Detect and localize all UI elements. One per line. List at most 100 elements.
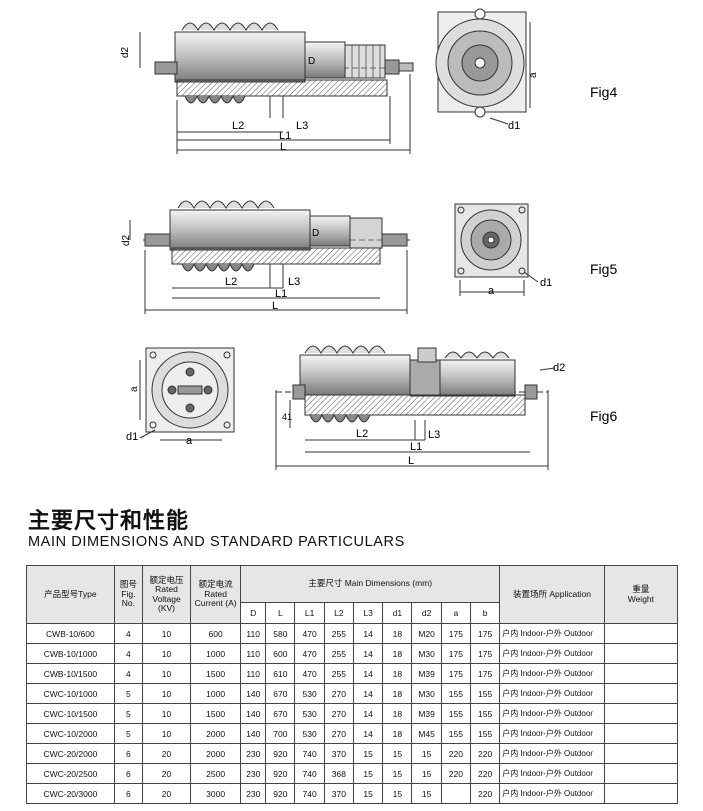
cell-current: 600 bbox=[190, 623, 242, 644]
fig5-side-view bbox=[129, 200, 410, 314]
cell-d: 110 bbox=[240, 643, 267, 664]
fig6-label: Fig6 bbox=[590, 408, 617, 424]
fig6-L-label: L bbox=[408, 455, 414, 467]
fig6-a-label: a bbox=[129, 386, 140, 392]
section-title-en: MAIN DIMENSIONS AND STANDARD PARTICULARS bbox=[28, 534, 405, 550]
cell-a: 155 bbox=[440, 703, 471, 724]
section-title-cn: 主要尺寸和性能 bbox=[28, 509, 190, 534]
cell-current: 3000 bbox=[190, 783, 242, 804]
fig4-end-view bbox=[435, 8, 531, 125]
cell-fig: 4 bbox=[113, 663, 143, 684]
cell-l3: 14 bbox=[352, 683, 384, 704]
cell-l2: 255 bbox=[323, 643, 354, 664]
fig6-side-view bbox=[275, 345, 556, 470]
cell-l1: 530 bbox=[294, 683, 325, 704]
cell-d1: 18 bbox=[382, 723, 413, 744]
cell-d: 110 bbox=[240, 623, 267, 644]
cell-l1: 740 bbox=[294, 743, 325, 764]
cell-l3: 15 bbox=[352, 743, 384, 764]
cell-l3: 14 bbox=[352, 703, 384, 724]
cell-type: CWC-20/2000 bbox=[26, 743, 115, 764]
fig6-a2-label: a bbox=[186, 435, 193, 447]
cell-weight bbox=[603, 663, 679, 684]
cell-current: 1000 bbox=[190, 643, 242, 664]
cell-voltage: 10 bbox=[141, 723, 192, 744]
cell-current: 2500 bbox=[190, 763, 242, 784]
cell-l: 670 bbox=[265, 703, 296, 724]
header-dim-d1: d1 bbox=[382, 602, 413, 624]
cell-l: 610 bbox=[265, 663, 296, 684]
cell-voltage: 10 bbox=[141, 663, 192, 684]
fig6-L1-label: L1 bbox=[410, 441, 422, 453]
cell-voltage: 10 bbox=[141, 623, 192, 644]
cell-type: CWB-10/1500 bbox=[26, 663, 115, 684]
cell-a: 220 bbox=[440, 743, 471, 764]
cell-l1: 530 bbox=[294, 723, 325, 744]
cell-d2: M30 bbox=[411, 643, 442, 664]
cell-a: 220 bbox=[440, 763, 471, 784]
cell-l3: 14 bbox=[352, 623, 384, 644]
cell-app: 户内 Indoor-户外 Outdoor bbox=[499, 723, 605, 744]
fig5-D-label: D bbox=[312, 228, 319, 239]
cell-b: 155 bbox=[469, 683, 501, 704]
cell-current: 1500 bbox=[190, 663, 242, 684]
cell-d2: 15 bbox=[411, 763, 442, 784]
cell-fig: 6 bbox=[113, 783, 143, 804]
cell-d2: M45 bbox=[411, 723, 442, 744]
cell-d1: 15 bbox=[382, 743, 413, 764]
fig5-end-view bbox=[454, 203, 539, 296]
cell-d2: 15 bbox=[411, 743, 442, 764]
cell-a: 155 bbox=[440, 683, 471, 704]
cell-b: 175 bbox=[469, 643, 501, 664]
header-dim-a: a bbox=[440, 602, 471, 624]
cell-app: 户内 Indoor-户外 Outdoor bbox=[499, 643, 605, 664]
cell-app: 户内 Indoor-户外 Outdoor bbox=[499, 763, 605, 784]
cell-type: CWB-10/600 bbox=[26, 623, 115, 644]
cell-d: 140 bbox=[240, 703, 267, 724]
header-application: 装置场所 Application bbox=[499, 565, 605, 624]
cell-type: CWC-20/2500 bbox=[26, 763, 115, 784]
cell-current: 2000 bbox=[190, 723, 242, 744]
header-dim-b: b bbox=[469, 602, 501, 624]
header-dim-l2: L2 bbox=[323, 602, 354, 624]
fig5-d1-label: d1 bbox=[540, 277, 552, 289]
cell-d1: 18 bbox=[382, 643, 413, 664]
cell-weight bbox=[603, 783, 679, 804]
cell-weight bbox=[603, 703, 679, 724]
cell-d2: M39 bbox=[411, 663, 442, 684]
cell-b: 220 bbox=[469, 783, 501, 804]
cell-b: 175 bbox=[469, 623, 501, 644]
cell-voltage: 20 bbox=[141, 783, 192, 804]
cell-d2: M39 bbox=[411, 703, 442, 724]
cell-fig: 4 bbox=[113, 643, 143, 664]
cell-a: 155 bbox=[440, 723, 471, 744]
cell-app: 户内 Indoor-户外 Outdoor bbox=[499, 623, 605, 644]
fig5-L1-label: L1 bbox=[275, 288, 287, 300]
cell-l2: 370 bbox=[323, 743, 354, 764]
cell-weight bbox=[603, 723, 679, 744]
cell-d2: M20 bbox=[411, 623, 442, 644]
fig5-L3-label: L3 bbox=[288, 276, 300, 288]
cell-voltage: 20 bbox=[141, 763, 192, 784]
cell-b: 220 bbox=[469, 763, 501, 784]
cell-l1: 470 bbox=[294, 623, 325, 644]
cell-fig: 5 bbox=[113, 703, 143, 724]
cell-fig: 6 bbox=[113, 743, 143, 764]
cell-l3: 15 bbox=[352, 763, 384, 784]
cell-fig: 4 bbox=[113, 623, 143, 644]
cell-weight bbox=[603, 623, 679, 644]
cell-l1: 470 bbox=[294, 663, 325, 684]
cell-d1: 18 bbox=[382, 703, 413, 724]
cell-l: 580 bbox=[265, 623, 296, 644]
cell-l3: 15 bbox=[352, 783, 384, 804]
cell-l: 700 bbox=[265, 723, 296, 744]
cell-d: 230 bbox=[240, 763, 267, 784]
fig6-d2-label: d2 bbox=[553, 362, 565, 374]
